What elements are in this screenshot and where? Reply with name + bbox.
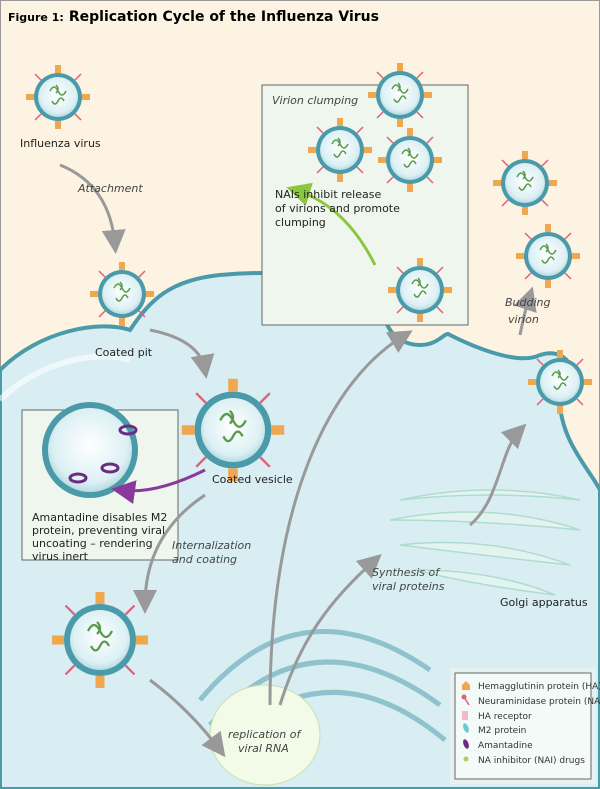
golgi-apparatus	[389, 489, 581, 596]
arrow-to-vesicle	[149, 328, 215, 379]
label-coated-pit: Coated pit	[95, 346, 153, 359]
nai-drug-icon	[463, 756, 469, 762]
virion-clump-1	[367, 62, 433, 128]
arrow-golgi-to-membrane	[469, 423, 527, 527]
virion-clump-2	[307, 117, 373, 183]
virion-influenza	[25, 64, 91, 130]
arrow-synthesis	[278, 554, 382, 706]
arrow-internalization	[133, 493, 206, 614]
virion-released-1	[492, 150, 558, 216]
uncoating-vesicle	[50, 590, 150, 690]
label-influenza-virus: Influenza virus	[20, 137, 101, 150]
arrow-to-budding	[268, 330, 413, 706]
virion-budding-2	[527, 349, 593, 415]
coated-vesicle	[180, 377, 286, 483]
arrow-amantadine	[111, 468, 206, 504]
legend-label: NA inhibitor (NAI) drugs	[478, 756, 585, 766]
amantadine-icon	[463, 739, 469, 749]
label-coated-vesicle: Coated vesicle	[212, 473, 293, 486]
virion-attached	[89, 261, 155, 327]
m2-protein-icon	[463, 723, 469, 733]
arrow-attachment	[59, 163, 126, 254]
legend-label: Hemagglutinin protein (HA)	[478, 682, 600, 692]
legend: Hemagglutinin protein (HA) Neuraminidase…	[450, 668, 600, 784]
arrow-clumping	[286, 182, 377, 266]
figure-title: Figure 1: Replication Cycle of the Influ…	[8, 6, 379, 25]
arrow-budding-release	[513, 286, 537, 336]
virion-clump-3	[377, 127, 443, 193]
neuraminidase-icon	[461, 694, 470, 706]
virion-released-2	[515, 223, 581, 289]
legend-label: Neuraminidase protein (NA)	[478, 697, 600, 707]
label-golgi: Golgi apparatus	[500, 596, 588, 609]
amantadine-icon	[68, 424, 138, 484]
legend-label: M2 protein	[478, 726, 526, 736]
arrow-to-nucleus	[149, 678, 226, 758]
ha-receptor-icon	[462, 711, 468, 720]
legend-label: Amantadine	[478, 741, 533, 751]
label-attachment: Attachment	[77, 182, 143, 195]
hemagglutinin-icon	[462, 681, 470, 690]
label-virion-clumping: Virion clumping	[272, 94, 358, 107]
legend-label: HA receptor	[478, 712, 532, 722]
virion-budding-1	[387, 257, 453, 323]
